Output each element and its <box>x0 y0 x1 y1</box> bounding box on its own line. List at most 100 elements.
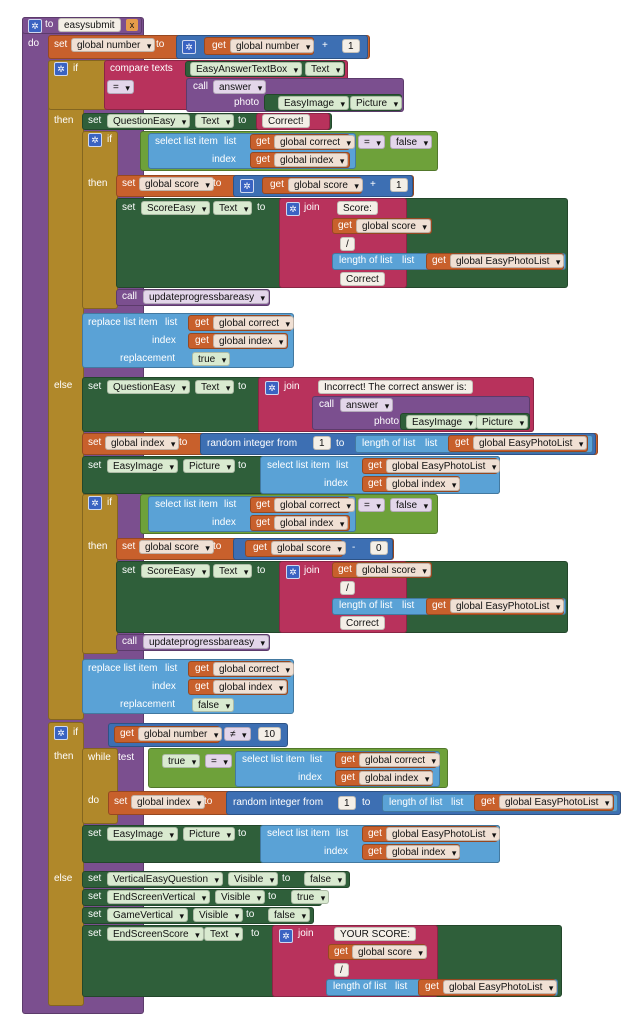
eq-dropdown[interactable]: = <box>358 498 385 513</box>
property-dropdown[interactable]: Text <box>204 927 244 942</box>
eq-dropdown[interactable]: = <box>205 754 232 769</box>
text-correct[interactable]: Correct <box>340 272 385 286</box>
while-block[interactable] <box>82 748 118 824</box>
gear-icon[interactable]: ✲ <box>265 381 279 395</box>
component-dropdown[interactable]: ScoreEasy <box>141 201 211 216</box>
if-block-2[interactable] <box>82 494 118 654</box>
gear-icon[interactable]: ✲ <box>286 565 300 579</box>
gear-icon[interactable]: ✲ <box>88 133 102 147</box>
text-incorrect[interactable]: Incorrect! The correct answer is: <box>318 380 473 394</box>
number-1[interactable]: 1 <box>390 178 408 192</box>
property-dropdown[interactable]: Text <box>305 62 345 77</box>
procedure-dropdown[interactable]: updateprogressbareasy <box>143 290 270 305</box>
property-dropdown[interactable]: Visible <box>228 872 279 887</box>
close-icon[interactable]: x <box>126 19 138 31</box>
component-dropdown[interactable]: VerticalEasyQuestion <box>107 872 224 887</box>
if-block-1[interactable] <box>82 131 118 309</box>
number-0[interactable]: 0 <box>370 541 388 555</box>
var-dropdown[interactable]: global EasyPhotoList <box>443 980 558 995</box>
false-dropdown[interactable]: false <box>268 908 311 923</box>
property-dropdown[interactable]: Picture <box>350 96 403 111</box>
component-dropdown[interactable]: EasyImage <box>107 827 179 842</box>
var-dropdown[interactable]: global number <box>138 727 223 742</box>
var-dropdown[interactable]: global score <box>288 178 363 193</box>
procedure-name[interactable]: easysubmit <box>58 18 121 32</box>
var-dropdown[interactable]: global score <box>271 541 346 556</box>
var-dropdown[interactable]: global score <box>356 563 431 578</box>
if-block-second[interactable] <box>48 722 84 1006</box>
var-dropdown[interactable]: global correct <box>359 753 441 768</box>
component-dropdown[interactable]: EndScreenScore <box>107 927 204 942</box>
property-dropdown[interactable]: Text <box>195 380 235 395</box>
var-dropdown[interactable]: global EasyPhotoList <box>499 795 614 810</box>
var-dropdown[interactable]: global index <box>131 795 206 810</box>
property-dropdown[interactable]: Picture <box>183 459 236 474</box>
var-dropdown[interactable]: global EasyPhotoList <box>473 436 588 451</box>
var-dropdown[interactable]: global index <box>105 436 180 451</box>
false-dropdown[interactable]: false <box>192 698 235 713</box>
procedure-dropdown[interactable]: answer <box>340 398 394 413</box>
var-dropdown[interactable]: global EasyPhotoList <box>450 254 565 269</box>
var-dropdown[interactable]: global index <box>386 845 461 860</box>
gear-icon[interactable]: ✲ <box>88 496 102 510</box>
text-slash[interactable]: / <box>340 581 355 595</box>
var-dropdown[interactable]: global score <box>352 945 427 960</box>
gear-icon[interactable]: ✲ <box>286 202 300 216</box>
var-dropdown[interactable]: global EasyPhotoList <box>386 827 501 842</box>
gear-icon[interactable]: ✲ <box>182 40 196 54</box>
gear-icon[interactable]: ✲ <box>279 929 293 943</box>
var-dropdown[interactable]: global index <box>213 334 288 349</box>
component-dropdown[interactable]: EndScreenVertical <box>107 890 211 905</box>
gear-icon[interactable]: ✲ <box>54 62 68 76</box>
var-dropdown[interactable]: global score <box>139 177 214 192</box>
true-dropdown[interactable]: true <box>291 890 330 905</box>
var-dropdown[interactable]: global correct <box>274 135 356 150</box>
component-dropdown[interactable]: GameVertical <box>107 908 189 923</box>
number-1[interactable]: 1 <box>342 39 360 53</box>
true-dropdown[interactable]: true <box>192 352 231 367</box>
procedure-dropdown[interactable]: answer <box>213 80 267 95</box>
text-score-label[interactable]: Score: <box>337 201 378 215</box>
false-dropdown[interactable]: false <box>304 872 347 887</box>
property-dropdown[interactable]: Visible <box>193 908 244 923</box>
number-1[interactable]: 1 <box>313 436 331 450</box>
component-dropdown[interactable]: EasyImage <box>278 96 350 111</box>
number-1[interactable]: 1 <box>338 796 356 810</box>
component-dropdown[interactable]: EasyImage <box>107 459 179 474</box>
neq-dropdown[interactable]: ≠ <box>224 727 251 742</box>
number-10[interactable]: 10 <box>258 727 282 741</box>
var-dropdown[interactable]: global index <box>386 477 461 492</box>
var-dropdown[interactable]: global EasyPhotoList <box>386 459 501 474</box>
property-dropdown[interactable]: Picture <box>183 827 236 842</box>
procedure-dropdown[interactable]: updateprogressbareasy <box>143 635 270 650</box>
false-dropdown[interactable]: false <box>390 135 433 150</box>
eq-dropdown[interactable]: = <box>107 80 134 95</box>
gear-icon[interactable]: ✲ <box>54 726 68 740</box>
gear-icon[interactable]: ✲ <box>28 19 42 33</box>
text-correct-bang[interactable]: Correct! <box>262 114 310 128</box>
text-slash[interactable]: / <box>334 963 349 977</box>
var-dropdown[interactable]: global score <box>356 219 431 234</box>
false-dropdown[interactable]: false <box>390 498 433 513</box>
var-dropdown[interactable]: global index <box>359 771 434 786</box>
component-dropdown[interactable]: QuestionEasy <box>107 114 191 129</box>
component-dropdown[interactable]: ScoreEasy <box>141 564 211 579</box>
property-dropdown[interactable]: Text <box>195 114 235 129</box>
component-dropdown[interactable]: QuestionEasy <box>107 380 191 395</box>
var-dropdown[interactable]: global index <box>274 516 349 531</box>
text-correct[interactable]: Correct <box>340 616 385 630</box>
property-dropdown[interactable]: Text <box>213 564 253 579</box>
var-dropdown[interactable]: global index <box>213 680 288 695</box>
var-dropdown[interactable]: global correct <box>274 498 356 513</box>
if-block-main[interactable] <box>48 60 84 720</box>
var-dropdown[interactable]: global EasyPhotoList <box>450 599 565 614</box>
component-dropdown[interactable]: EasyAnswerTextBox <box>190 62 303 77</box>
var-dropdown[interactable]: global correct <box>213 316 295 331</box>
property-dropdown[interactable]: Visible <box>215 890 266 905</box>
property-dropdown[interactable]: Text <box>213 201 253 216</box>
var-dropdown[interactable]: global index <box>274 153 349 168</box>
var-dropdown[interactable]: global number <box>230 39 315 54</box>
eq-dropdown[interactable]: = <box>358 135 385 150</box>
property-dropdown[interactable]: Picture <box>476 415 529 430</box>
var-dropdown[interactable]: global number <box>71 38 156 53</box>
